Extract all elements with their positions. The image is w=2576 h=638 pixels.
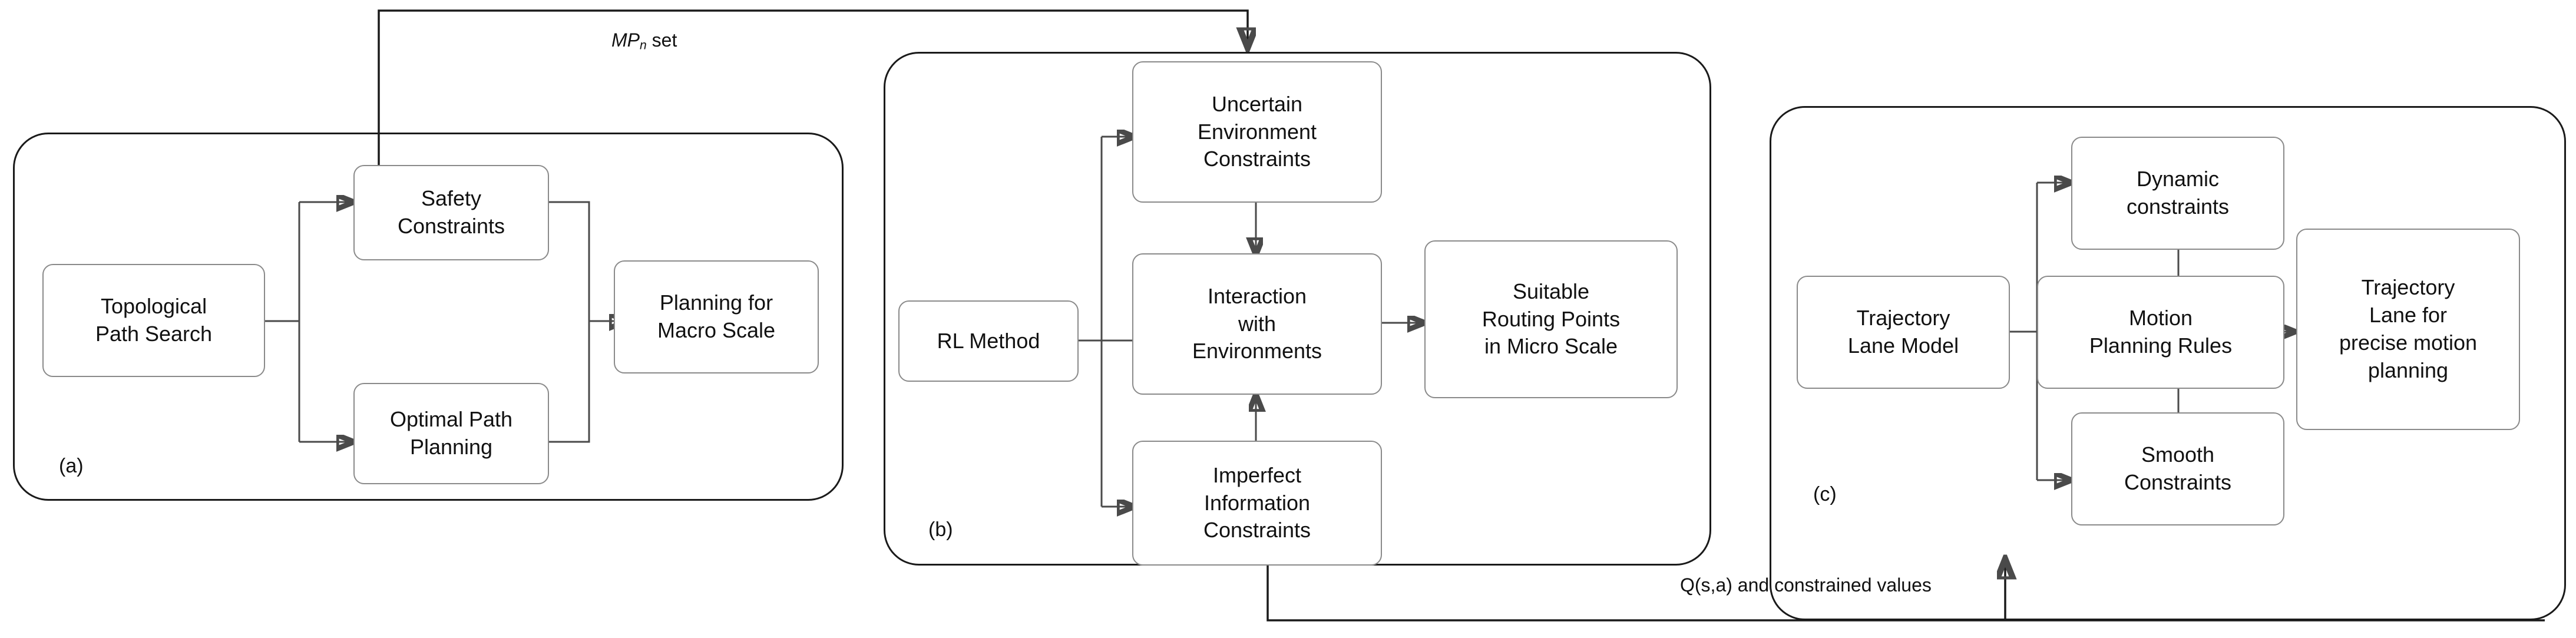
node-trajectory-lane-model[interactable]: Trajectory Lane Model — [1797, 276, 2010, 389]
node-smooth-constraints[interactable]: Smooth Constraints — [2071, 412, 2284, 525]
panel-c-frame — [1770, 106, 2566, 620]
panel-a-label: (a) — [59, 455, 84, 477]
mp-set-prefix: MP — [611, 29, 640, 51]
panel-b-label: (b) — [928, 518, 953, 541]
node-trajectory-lane-precise[interactable]: Trajectory Lane for precise motion plann… — [2296, 229, 2520, 430]
node-interaction-with-environments[interactable]: Interaction with Environments — [1132, 253, 1382, 395]
node-imperfect-information-constraints[interactable]: Imperfect Information Constraints — [1132, 441, 1382, 566]
node-rl-method[interactable]: RL Method — [898, 300, 1079, 382]
node-motion-planning-rules[interactable]: Motion Planning Rules — [2037, 276, 2284, 389]
mp-set-suffix: set — [646, 29, 677, 51]
node-uncertain-environment-constraints[interactable]: Uncertain Environment Constraints — [1132, 61, 1382, 203]
panel-a-frame — [13, 133, 844, 501]
node-suitable-routing-points[interactable]: Suitable Routing Points in Micro Scale — [1424, 240, 1678, 398]
edge-label-q-values: Q(s,a) and constrained values — [1680, 574, 1932, 596]
mp-set-subscript: n — [640, 38, 647, 52]
node-dynamic-constraints[interactable]: Dynamic constraints — [2071, 137, 2284, 250]
node-optimal-path-planning[interactable]: Optimal Path Planning — [353, 383, 549, 484]
edge-label-mp-set: MPn set — [611, 29, 677, 53]
node-safety-constraints[interactable]: Safety Constraints — [353, 165, 549, 260]
panel-c-label: (c) — [1813, 483, 1837, 505]
node-topological-path-search[interactable]: Topological Path Search — [42, 264, 265, 377]
node-planning-for-macro-scale[interactable]: Planning for Macro Scale — [614, 260, 819, 373]
